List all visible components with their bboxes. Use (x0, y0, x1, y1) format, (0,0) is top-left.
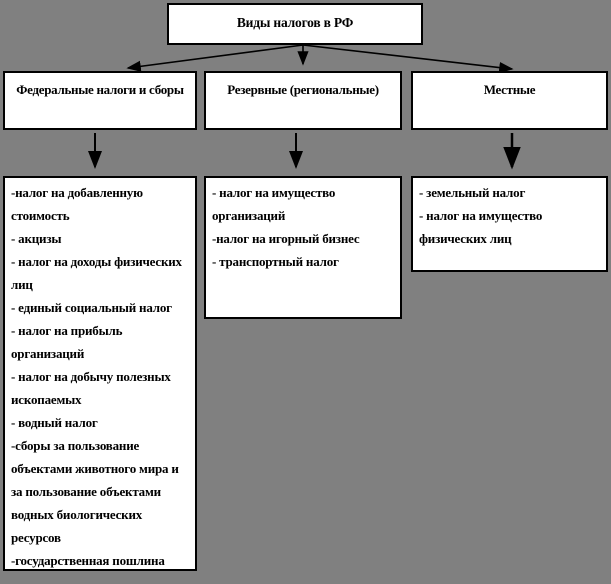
arrow-title-to-local (302, 44, 514, 74)
category-label-local: Местные (483, 82, 536, 97)
list-item: -государственная пошлина (11, 553, 165, 568)
arrow-title-to-federal (126, 44, 304, 72)
title-box: Виды налогов в РФ (167, 3, 423, 45)
category-box-federal: Федеральные налоги и сборы (3, 71, 197, 130)
list-item: - единый социальный налог (11, 300, 172, 315)
diagram-title: Виды налогов в РФ (236, 15, 354, 30)
list-item: - налог на прибыль организаций (11, 323, 123, 361)
list-item: - налог на имущество физических лиц (419, 208, 543, 246)
category-label-regional: Резервные (региональные) (227, 82, 379, 97)
list-item: -налог на игорный бизнес (212, 231, 360, 246)
list-item: - земельный налог (419, 185, 526, 200)
tax-list-regional: - налог на имущество организаций -налог … (204, 176, 402, 319)
tax-list-federal: -налог на добавленную стоимость - акцизы… (3, 176, 197, 571)
tax-list-local: - земельный налог - налог на имущество ф… (411, 176, 608, 272)
list-item: - транспортный налог (212, 254, 339, 269)
category-label-federal: Федеральные налоги и сборы (16, 82, 184, 97)
list-item: - акцизы (11, 231, 62, 246)
list-item: -налог на добавленную стоимость (11, 185, 143, 223)
list-item: -сборы за пользование объектами животног… (11, 438, 179, 545)
list-item: - налог на добычу полезных ископаемых (11, 369, 171, 407)
list-item: - налог на доходы физических лиц (11, 254, 182, 292)
category-box-regional: Резервные (региональные) (204, 71, 402, 130)
list-item: - водный налог (11, 415, 98, 430)
list-item: - налог на имущество организаций (212, 185, 336, 223)
category-box-local: Местные (411, 71, 608, 130)
